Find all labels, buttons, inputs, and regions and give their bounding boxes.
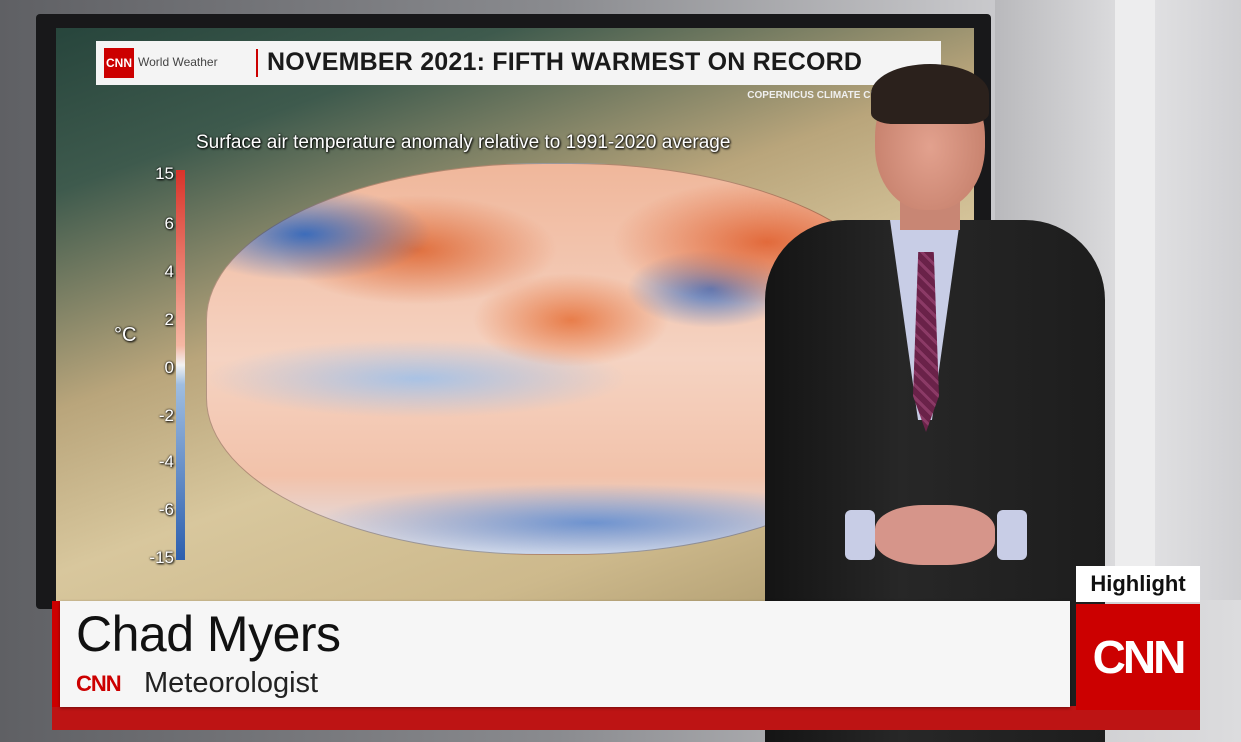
header-divider — [256, 49, 258, 77]
graphic-headline: NOVEMBER 2021: FIFTH WARMEST ON RECORD — [267, 48, 863, 76]
wall-column — [1115, 0, 1155, 600]
scale-tick: 6 — [164, 214, 174, 233]
lower-third-accent — [52, 601, 60, 707]
map-subtitle: Surface air temperature anomaly relative… — [196, 132, 731, 153]
scale-tick: -4 — [158, 452, 174, 471]
scale-tick: -6 — [158, 500, 174, 519]
source-credit: COPERNICUS CLIMATE CHANGE S — [747, 90, 916, 101]
scale-unit: °C — [114, 324, 137, 346]
presenter-hair — [871, 64, 989, 124]
cnn-logo: CNN — [104, 48, 134, 78]
scale-tick: 4 — [164, 262, 174, 281]
scale-tick: 15 — [155, 164, 174, 183]
color-scale-bar — [176, 170, 185, 560]
presenter-hands — [875, 505, 995, 565]
lower-third-red-strip — [52, 706, 1200, 730]
lower-third-banner: Chad Myers CNN Meteorologist — [60, 601, 1070, 707]
scale-tick: 0 — [164, 358, 174, 377]
presenter-title: Meteorologist — [144, 667, 319, 699]
presenter-tie — [913, 252, 939, 432]
graphic-header: CNN World Weather NOVEMBER 2021: FIFTH W… — [96, 41, 941, 85]
presenter-name: Chad Myers — [76, 606, 341, 662]
scale-tick: 2 — [164, 310, 174, 329]
shirt-cuff-left — [845, 510, 875, 560]
shirt-cuff-right — [997, 510, 1027, 560]
highlight-tag: Highlight — [1076, 566, 1200, 602]
scale-tick: -15 — [149, 548, 174, 567]
cnn-small-logo: CNN — [76, 671, 122, 696]
scale-tick: -2 — [158, 406, 174, 425]
cnn-network-bug: CNN — [1076, 604, 1200, 710]
world-weather-label: World Weather — [138, 55, 218, 69]
